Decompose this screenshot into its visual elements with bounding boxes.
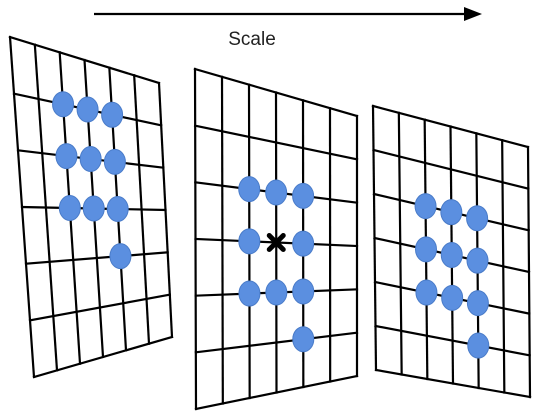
feature-dot (265, 179, 288, 206)
grid-line-horizontal (374, 368, 532, 399)
scale-layer (371, 104, 532, 399)
feature-dot (440, 199, 463, 226)
feature-dot (292, 182, 315, 209)
feature-dot (292, 326, 315, 353)
feature-dot (52, 91, 75, 118)
scale-layer (193, 67, 359, 411)
feature-dot (292, 278, 315, 305)
scale-layer (8, 35, 174, 379)
feature-dot (414, 193, 437, 220)
grid-line-horizontal (194, 331, 359, 354)
grid-line-vertical (526, 145, 532, 399)
scale-label: Scale (228, 29, 276, 50)
feature-dot (79, 146, 102, 172)
feature-dot (109, 243, 132, 270)
feature-dot (466, 247, 489, 274)
feature-dot (466, 290, 489, 317)
feature-dot (415, 279, 438, 306)
grid-line-horizontal (28, 293, 172, 322)
scale-layers (8, 35, 532, 411)
feature-dot (265, 279, 288, 306)
feature-dot (238, 176, 261, 203)
feature-dot (467, 332, 490, 359)
feature-dot (55, 143, 78, 170)
scale-arrow-head (464, 7, 482, 21)
cross-icon (266, 233, 286, 252)
feature-dot (82, 195, 105, 222)
grid-line-vertical (501, 139, 506, 394)
feature-dot (238, 228, 261, 255)
feature-dot (415, 236, 437, 263)
scale-axis: Scale (94, 7, 482, 50)
feature-dots (238, 176, 315, 353)
feature-dot (101, 101, 124, 128)
grid-line-horizontal (32, 335, 174, 379)
feature-dots (52, 91, 132, 270)
feature-dots (414, 193, 490, 359)
feature-dot (466, 205, 489, 232)
feature-dot (441, 284, 464, 311)
grid-line-horizontal (194, 374, 359, 411)
feature-dot (76, 96, 99, 123)
feature-dot (58, 195, 81, 221)
feature-dot (106, 196, 129, 222)
feature-dot (238, 280, 261, 307)
feature-dot (292, 230, 315, 257)
feature-dot (440, 242, 463, 268)
grid-line-vertical (157, 81, 174, 339)
grid-line-horizontal (374, 324, 531, 357)
feature-dot (103, 148, 126, 175)
